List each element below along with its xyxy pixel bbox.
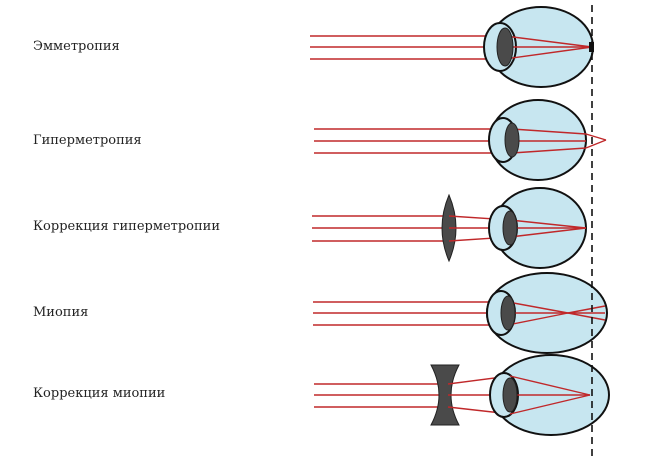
crystalline-lens (500, 295, 516, 331)
incoming-rays (310, 35, 500, 60)
refracted-rays (504, 35, 593, 60)
row-myopia-correction (314, 354, 610, 436)
refracted-rays (507, 301, 606, 326)
crystalline-lens (496, 27, 514, 67)
concave-corrective-lens (430, 364, 460, 426)
crystalline-lens (502, 377, 518, 413)
row-hyperopia (314, 99, 607, 181)
incoming-rays (314, 383, 440, 408)
crystalline-lens (502, 210, 518, 246)
row-hyperopia-correction (312, 187, 587, 269)
label-hyperopia: Гиперметропия (33, 133, 142, 148)
label-myopia-correction: Коррекция миопии (33, 386, 166, 401)
crystalline-lens (504, 122, 520, 158)
row-emmetropia (310, 6, 594, 88)
incoming-rays (314, 128, 505, 154)
refracted-rays (511, 128, 607, 154)
row-myopia (313, 272, 608, 354)
refracted-rays (509, 219, 587, 238)
incoming-rays (312, 215, 448, 242)
label-hyperopia-correction: Коррекция гиперметропии (33, 219, 221, 234)
label-myopia: Миопия (33, 305, 89, 320)
refracted-rays (509, 375, 591, 415)
incoming-rays (313, 301, 500, 326)
label-emmetropia: Эмметропия (33, 39, 120, 54)
